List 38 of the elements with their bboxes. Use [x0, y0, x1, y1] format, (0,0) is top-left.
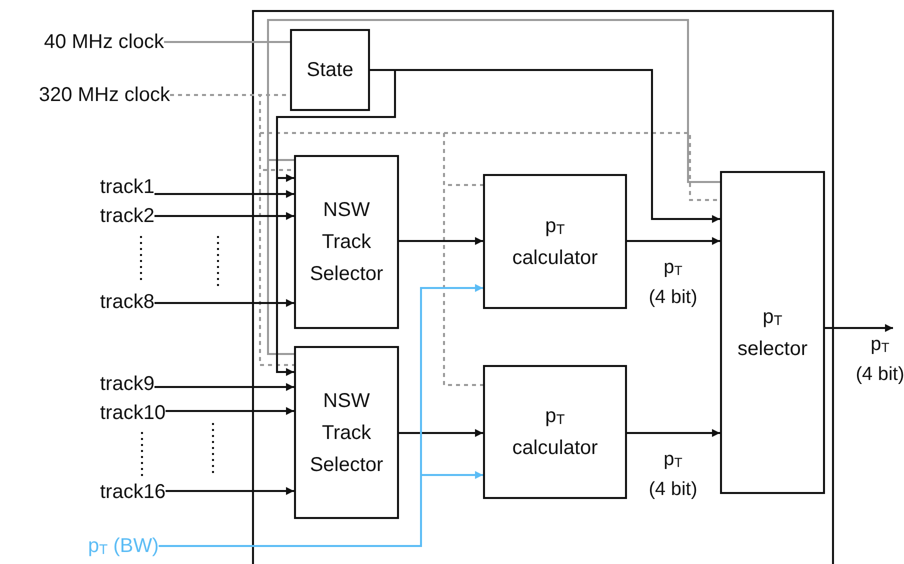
- connector-arrow: [276, 69, 396, 376]
- signal-label: track8: [100, 290, 154, 314]
- signal-label: track9: [100, 372, 154, 396]
- connector-arrow: [154, 212, 294, 220]
- module-frame: [252, 10, 834, 564]
- box-label: p$_{T}$ calculator: [511, 404, 599, 461]
- connector-arrow: [825, 324, 893, 332]
- edge-label: p$_{T}$ (4 bit): [648, 448, 698, 502]
- connector-arrow: [154, 190, 294, 198]
- connector-arrow: [627, 429, 720, 437]
- connector-arrow: [166, 487, 294, 495]
- process-box: [290, 29, 370, 111]
- signal-label: 320 MHz clock: [38, 83, 170, 107]
- process-box: [483, 365, 627, 499]
- signal-label: track2: [100, 204, 154, 228]
- connector-arrow: [399, 237, 483, 245]
- box-label: p$_{T}$ calculator: [511, 214, 599, 270]
- connector-arrow: [158, 471, 483, 547]
- process-box: [294, 155, 399, 329]
- connector-arrow: [627, 237, 720, 245]
- connector-arrow: [154, 299, 294, 307]
- signal-label: 40 MHz clock: [44, 30, 164, 54]
- signal-label: track10: [100, 401, 166, 425]
- box-label: p$_{T}$ selector: [736, 304, 809, 362]
- connector-arrow: [166, 407, 294, 415]
- connector-arrow: [399, 429, 483, 437]
- box-label: NSW Track Selector: [308, 388, 384, 478]
- process-box: [720, 171, 825, 494]
- connector-arrow: [154, 383, 294, 391]
- signal-label: track1: [100, 175, 154, 199]
- signal-label: p$_{T}$ (BW): [88, 534, 159, 558]
- box-label: NSW Track Selector: [308, 198, 384, 287]
- process-box: [483, 174, 627, 309]
- box-label: State: [306, 58, 354, 83]
- signal-label: track16: [100, 480, 166, 504]
- process-box: [294, 346, 399, 519]
- edge-label: p$_{T}$ (4 bit): [648, 256, 698, 310]
- edge-label: p$_{T}$ (4 bit): [854, 333, 904, 387]
